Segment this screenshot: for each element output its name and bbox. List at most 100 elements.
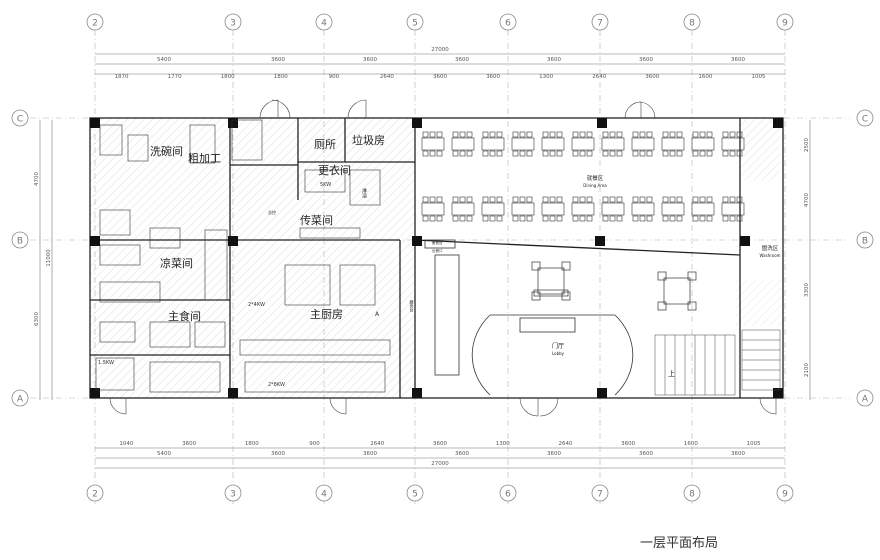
axis-bubble-col-8-top: 8: [683, 13, 701, 31]
dim-top-group-3: 3600: [455, 57, 469, 63]
shower-label: 淋浴: [361, 187, 367, 199]
round-table-sets: [531, 261, 697, 311]
dining-table-0-6: [601, 131, 625, 157]
dim-top-group-5: 3600: [639, 57, 653, 63]
row-axis-bubbles-left: CBA: [11, 109, 29, 407]
svg-text:4: 4: [321, 490, 327, 500]
axis-bubble-col-3-bottom: 3: [224, 484, 242, 502]
column-12: [412, 388, 422, 398]
svg-text:8: 8: [689, 19, 695, 29]
axis-bubble-col-9-bottom: 9: [776, 484, 794, 502]
dining-table-0-3: [511, 131, 535, 157]
column-0: [90, 118, 100, 128]
dim-left-seg-1: 6300: [34, 312, 40, 326]
column-10: [90, 388, 100, 398]
room-garbage-label: 垃圾房: [352, 133, 385, 147]
dining-table-0-5: [571, 131, 595, 157]
svg-text:A: A: [17, 395, 24, 405]
axis-bubble-col-8-bottom: 8: [683, 484, 701, 502]
dining-table-0-1: [451, 131, 475, 157]
dining-table-0-8: [661, 131, 685, 157]
door-swings: [109, 99, 777, 417]
room-lobby-label: 门厅: [552, 342, 564, 350]
column-1: [228, 118, 238, 128]
tag-serving-window: 出餐口: [432, 248, 443, 253]
dining-table-0-0: [421, 131, 445, 157]
room-dishwash-label: 洗碗间: [150, 144, 183, 158]
dim-top-seg-6: 3600: [433, 74, 447, 80]
axis-bubble-col-6-top: 6: [499, 13, 517, 31]
room-changing-label: 更衣间: [318, 163, 351, 177]
stair-up-label: 上: [668, 369, 675, 378]
dim-bottom-seg-7: 2640: [558, 441, 572, 447]
column-11: [228, 388, 238, 398]
svg-text:B: B: [862, 237, 868, 247]
svg-text:3: 3: [230, 19, 236, 29]
room-toilet-label: 厕所: [314, 138, 336, 151]
dim-bottom-group-4: 3600: [547, 451, 561, 457]
axis-bubble-row-B-right: B: [856, 231, 874, 249]
svg-text:7: 7: [597, 490, 603, 500]
tag-prep-counter: 备餐台: [432, 240, 443, 245]
axis-bubble-row-A-right: A: [856, 389, 874, 407]
drawing-caption: 一层平面布局: [640, 536, 719, 551]
axis-bubble-col-5-bottom: 5: [406, 484, 424, 502]
svg-text:5: 5: [412, 490, 418, 500]
dim-top-seg-3: 1800: [274, 74, 288, 80]
tag-control: 总控: [268, 209, 276, 215]
room-staple-label: 主食间: [168, 309, 201, 323]
column-3: [597, 118, 607, 128]
svg-text:4: 4: [321, 19, 327, 29]
room-lobby-en-label: Lobby: [552, 351, 565, 356]
dim-bottom-seg-5: 3600: [433, 441, 447, 447]
dim-top-group-2: 3600: [363, 57, 377, 63]
dining-table-1-5: [571, 196, 595, 222]
dim-top-seg-5: 2640: [380, 74, 394, 80]
dining-table-0-9: [691, 131, 715, 157]
dim-bottom-seg-3: 900: [309, 441, 320, 447]
dining-table-1-1: [451, 196, 475, 222]
dim-top-seg-9: 2640: [592, 74, 606, 80]
dim-top-seg-7: 3600: [486, 74, 500, 80]
column-8: [595, 236, 605, 246]
dim-bottom-group-3: 3600: [455, 451, 469, 457]
tag-2x8kw: 2*8KW: [268, 382, 285, 388]
axis-bubble-col-9-top: 9: [776, 13, 794, 31]
dim-total-top: 27000: [431, 47, 449, 53]
dining-table-1-0: [421, 196, 445, 222]
dining-table-1-9: [691, 196, 715, 222]
row-axis-bubbles-right: CBA: [856, 109, 874, 407]
dim-bottom-group-0: 5400: [157, 451, 171, 457]
axis-bubble-col-7-top: 7: [591, 13, 609, 31]
room-main-kitchen-label: 主厨房: [310, 308, 343, 321]
axis-bubble-col-7-bottom: 7: [591, 484, 609, 502]
room-dining-label: 就餐区: [587, 174, 604, 182]
dim-top-seg-2: 1800: [221, 74, 235, 80]
dim-top-group-6: 3600: [731, 57, 745, 63]
dim-bottom-seg-0: 1040: [119, 441, 133, 447]
axis-bubble-col-6-bottom: 6: [499, 484, 517, 502]
dining-table-1-8: [661, 196, 685, 222]
equipment-tags: 5KW 2*4KW 2*8KW 1.5KW A 总控 备餐台 出餐口: [98, 182, 443, 388]
dim-right-seg-2: 3300: [804, 283, 810, 297]
dim-bottom-seg-9: 1600: [684, 441, 698, 447]
dining-table-0-4: [541, 131, 565, 157]
column-14: [773, 388, 783, 398]
dining-table-0-7: [631, 131, 655, 157]
svg-text:9: 9: [782, 490, 788, 500]
dim-top-seg-0: 1870: [115, 74, 129, 80]
room-washroom-label: 盥洗区: [762, 244, 779, 252]
room-corridor-label: 传菜间: [300, 214, 333, 227]
svg-text:7: 7: [597, 19, 603, 29]
column-6: [228, 236, 238, 246]
dim-bottom-seg-4: 2640: [370, 441, 384, 447]
kitchen-equipment: [95, 119, 391, 393]
walls: [89, 117, 784, 399]
dimension-lines: [39, 53, 811, 469]
dim-bottom-group-2: 3600: [363, 451, 377, 457]
svg-text:B: B: [17, 237, 23, 247]
